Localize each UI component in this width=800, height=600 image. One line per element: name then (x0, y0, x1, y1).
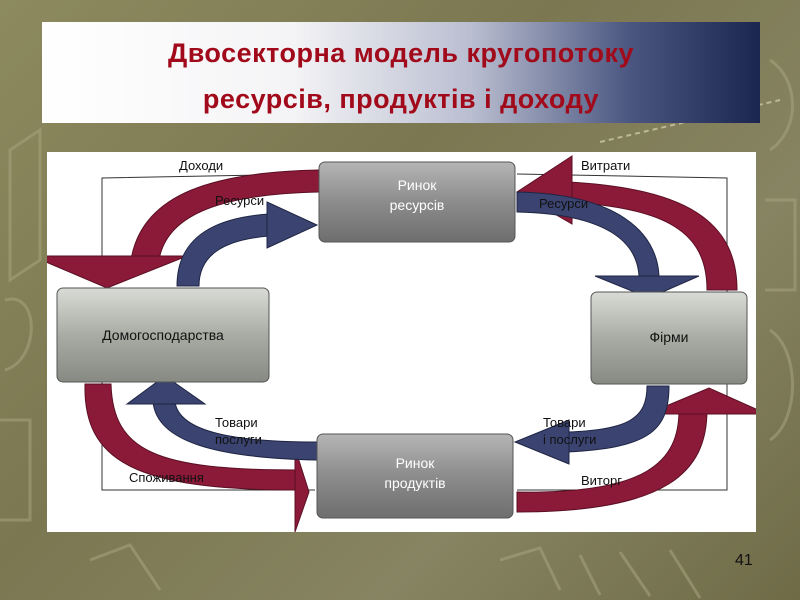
goods-left-label-1: Товари (215, 415, 258, 430)
goods-left-arrowhead (125, 375, 207, 405)
households-box: Домогосподарства (56, 287, 270, 383)
circular-flow-diagram: Ринок ресурсів Ринок продуктів Домогоспо… (47, 152, 756, 532)
income-label: Доходи (179, 158, 223, 173)
costs-label: Витрати (581, 158, 630, 173)
consumption-label: Споживання (129, 470, 204, 485)
product-market-label-1: Ринок (396, 455, 436, 471)
title-line-1: Двосекторна модель кругопотоку (167, 38, 635, 68)
resources-right-label: Ресурси (539, 196, 588, 211)
goods-right-label-2: і послуги (543, 432, 596, 447)
money-flow-arrows (47, 155, 756, 532)
product-market-box: Ринок продуктів (316, 433, 514, 519)
resources-left-arrow (176, 213, 270, 287)
resources-left-arrowhead (266, 201, 319, 249)
goods-left-label-2: послуги (215, 432, 262, 447)
revenue-arrowhead (646, 387, 756, 415)
households-label: Домогосподарства (102, 327, 224, 343)
resource-market-box: Ринок ресурсів (318, 161, 516, 243)
goods-flow-arrows (125, 191, 700, 465)
resource-market-label-2: ресурсів (390, 197, 445, 213)
title-line-2: ресурсів, продуктів і доходу (202, 84, 600, 114)
income-arrowhead (47, 255, 188, 289)
slide-number: 41 (735, 552, 753, 569)
resource-market-label-1: Ринок (398, 177, 438, 193)
goods-right-label-1: Товари (543, 415, 586, 430)
consumption-arrowhead (294, 447, 310, 532)
goods-left-arrow (152, 401, 318, 461)
goods-right-arrowhead (513, 419, 570, 465)
resources-left-label: Ресурси (215, 193, 264, 208)
resources-right-arrowhead (594, 275, 700, 299)
title-banner: Двосекторна модель кругопотоку ресурсів,… (42, 22, 760, 123)
revenue-label: Виторг (581, 473, 622, 488)
product-market-label-2: продуктів (384, 475, 445, 491)
firms-label: Фірми (650, 329, 689, 345)
firms-box: Фірми (590, 291, 748, 385)
